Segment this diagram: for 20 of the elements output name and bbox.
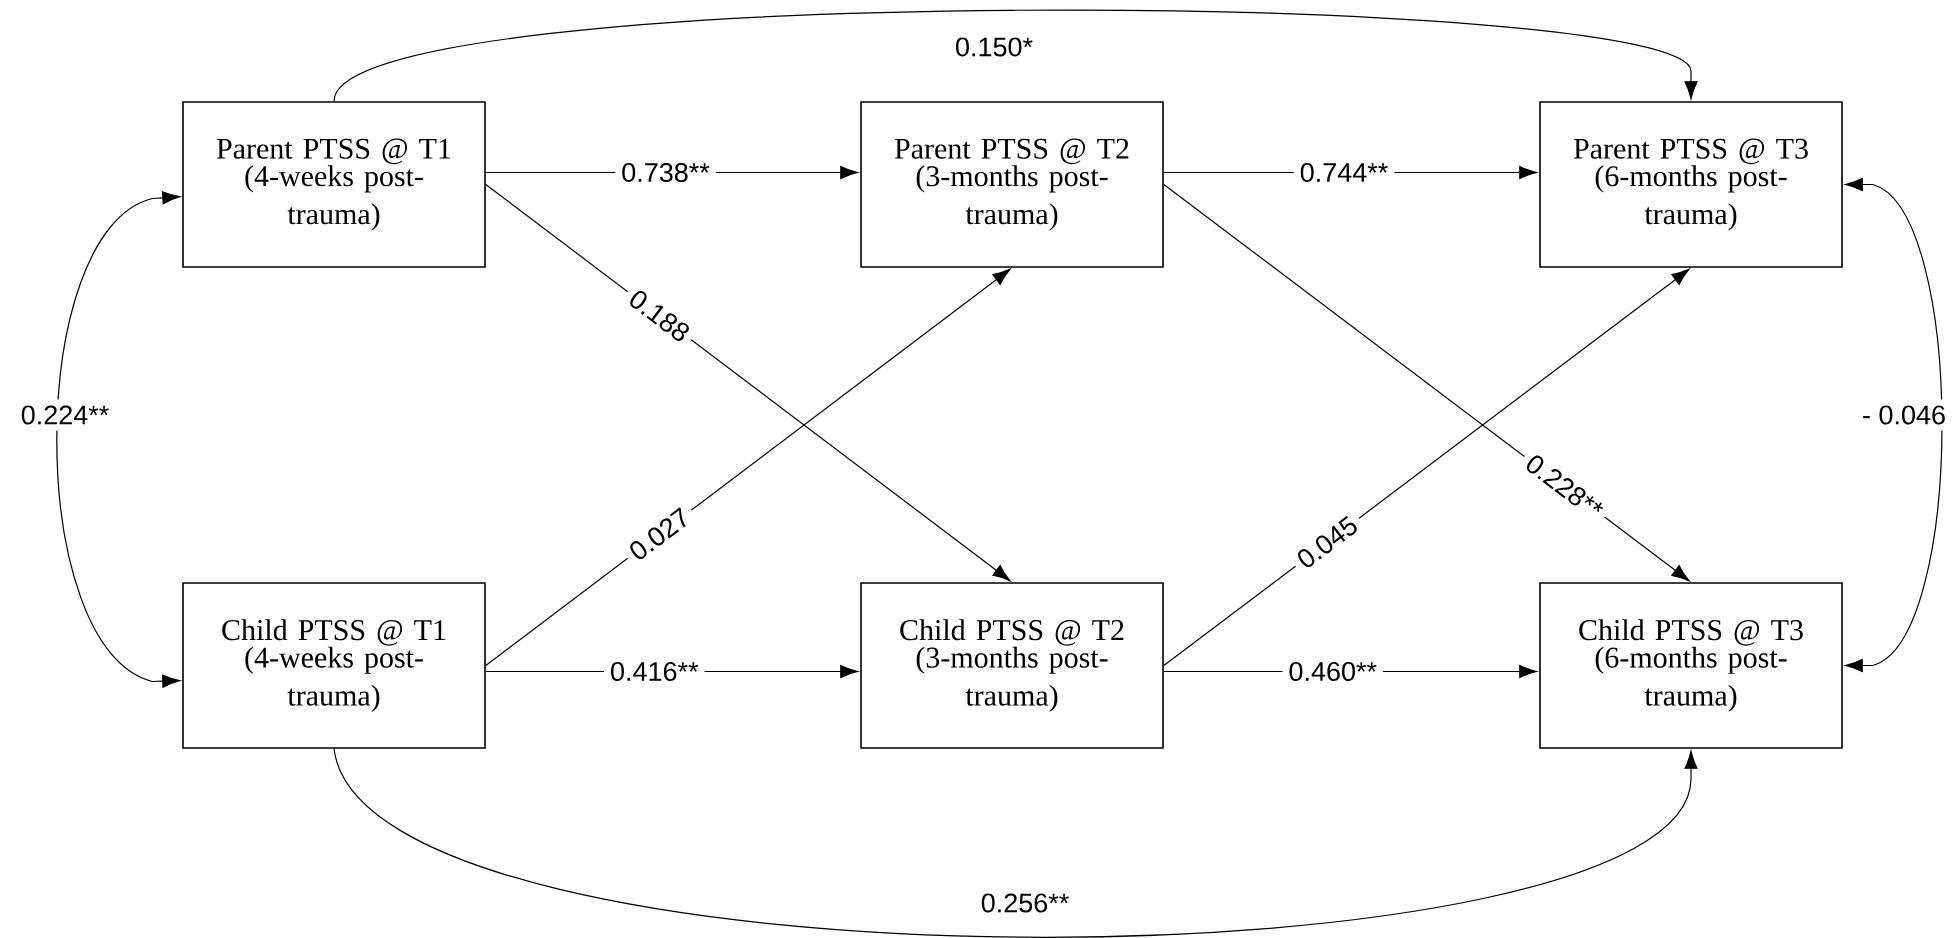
variable-box: Parent PTSS @ T1 (4-weeks post-trauma) bbox=[182, 101, 486, 268]
variable-box: Parent PTSS @ T3 (6-months post-trauma) bbox=[1539, 101, 1843, 268]
edge-label: 0.744** bbox=[1293, 156, 1395, 189]
arrow bbox=[485, 268, 1011, 667]
edge-label: - 0.046 bbox=[1856, 399, 1953, 431]
arrow bbox=[56, 191, 181, 688]
edge-label: 0.460** bbox=[1282, 655, 1384, 688]
edge-label: 0.150* bbox=[948, 31, 1040, 63]
arrow bbox=[485, 183, 1011, 582]
edge-label: 0.224** bbox=[14, 399, 116, 431]
variable-box: Parent PTSS @ T2 (3-months post-trauma) bbox=[860, 101, 1164, 268]
variable-box: Child PTSS @ T1 (4-weeks post-trauma) bbox=[182, 582, 486, 749]
edge-label: 0.738** bbox=[615, 156, 716, 189]
arrow bbox=[333, 9, 1698, 102]
arrow bbox=[1163, 268, 1690, 667]
edge-label: 0.256** bbox=[974, 887, 1076, 919]
edge-label: 0.416** bbox=[604, 655, 705, 688]
variable-box: Child PTSS @ T2 (3-months post-trauma) bbox=[860, 582, 1164, 749]
variable-box: Child PTSS @ T3 (6-months post-trauma) bbox=[1539, 582, 1843, 749]
arrow bbox=[1844, 177, 1943, 673]
